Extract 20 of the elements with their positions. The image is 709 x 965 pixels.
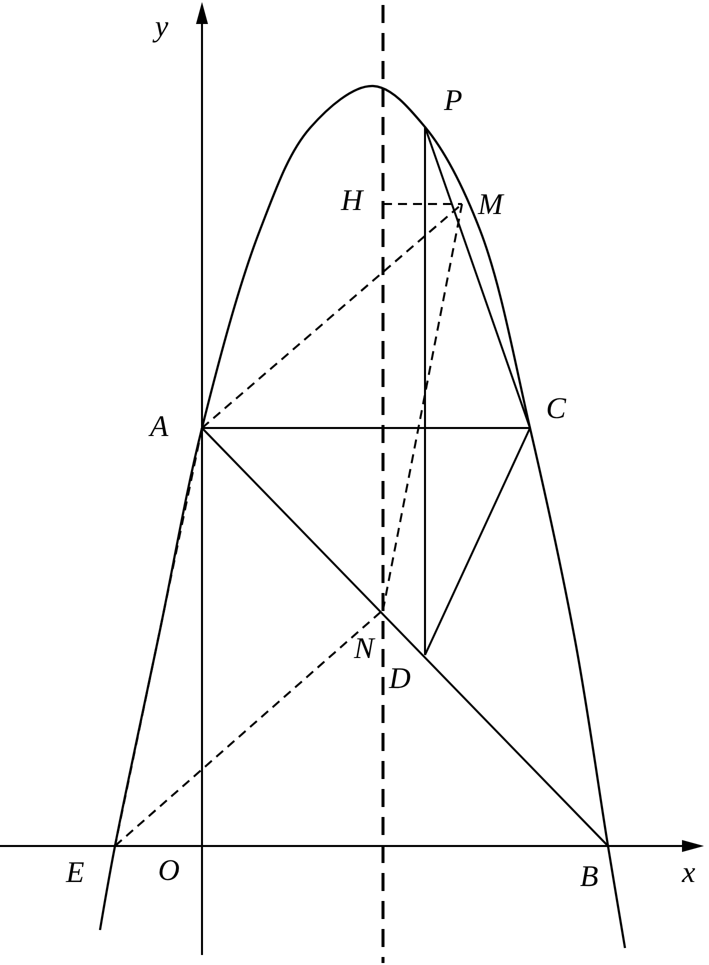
dashed-segment (382, 204, 463, 610)
point-label: B (580, 862, 598, 892)
point-label: H (341, 186, 363, 216)
point-label: D (389, 664, 411, 694)
point-label: N (354, 634, 374, 664)
segment (424, 428, 531, 656)
point-label: M (478, 190, 503, 220)
point-label: E (66, 858, 84, 888)
segment (202, 427, 530, 429)
point-label: C (546, 394, 566, 424)
origin-label: O (158, 856, 180, 886)
dashed-segment (383, 203, 462, 205)
point-label: P (444, 86, 462, 116)
segment (201, 427, 609, 847)
axis-label: y (155, 12, 168, 42)
axis-label: x (682, 858, 696, 888)
segment (424, 127, 426, 655)
dashed-segment (114, 428, 203, 846)
dashed-segment (114, 609, 384, 847)
point-label: A (150, 412, 168, 442)
